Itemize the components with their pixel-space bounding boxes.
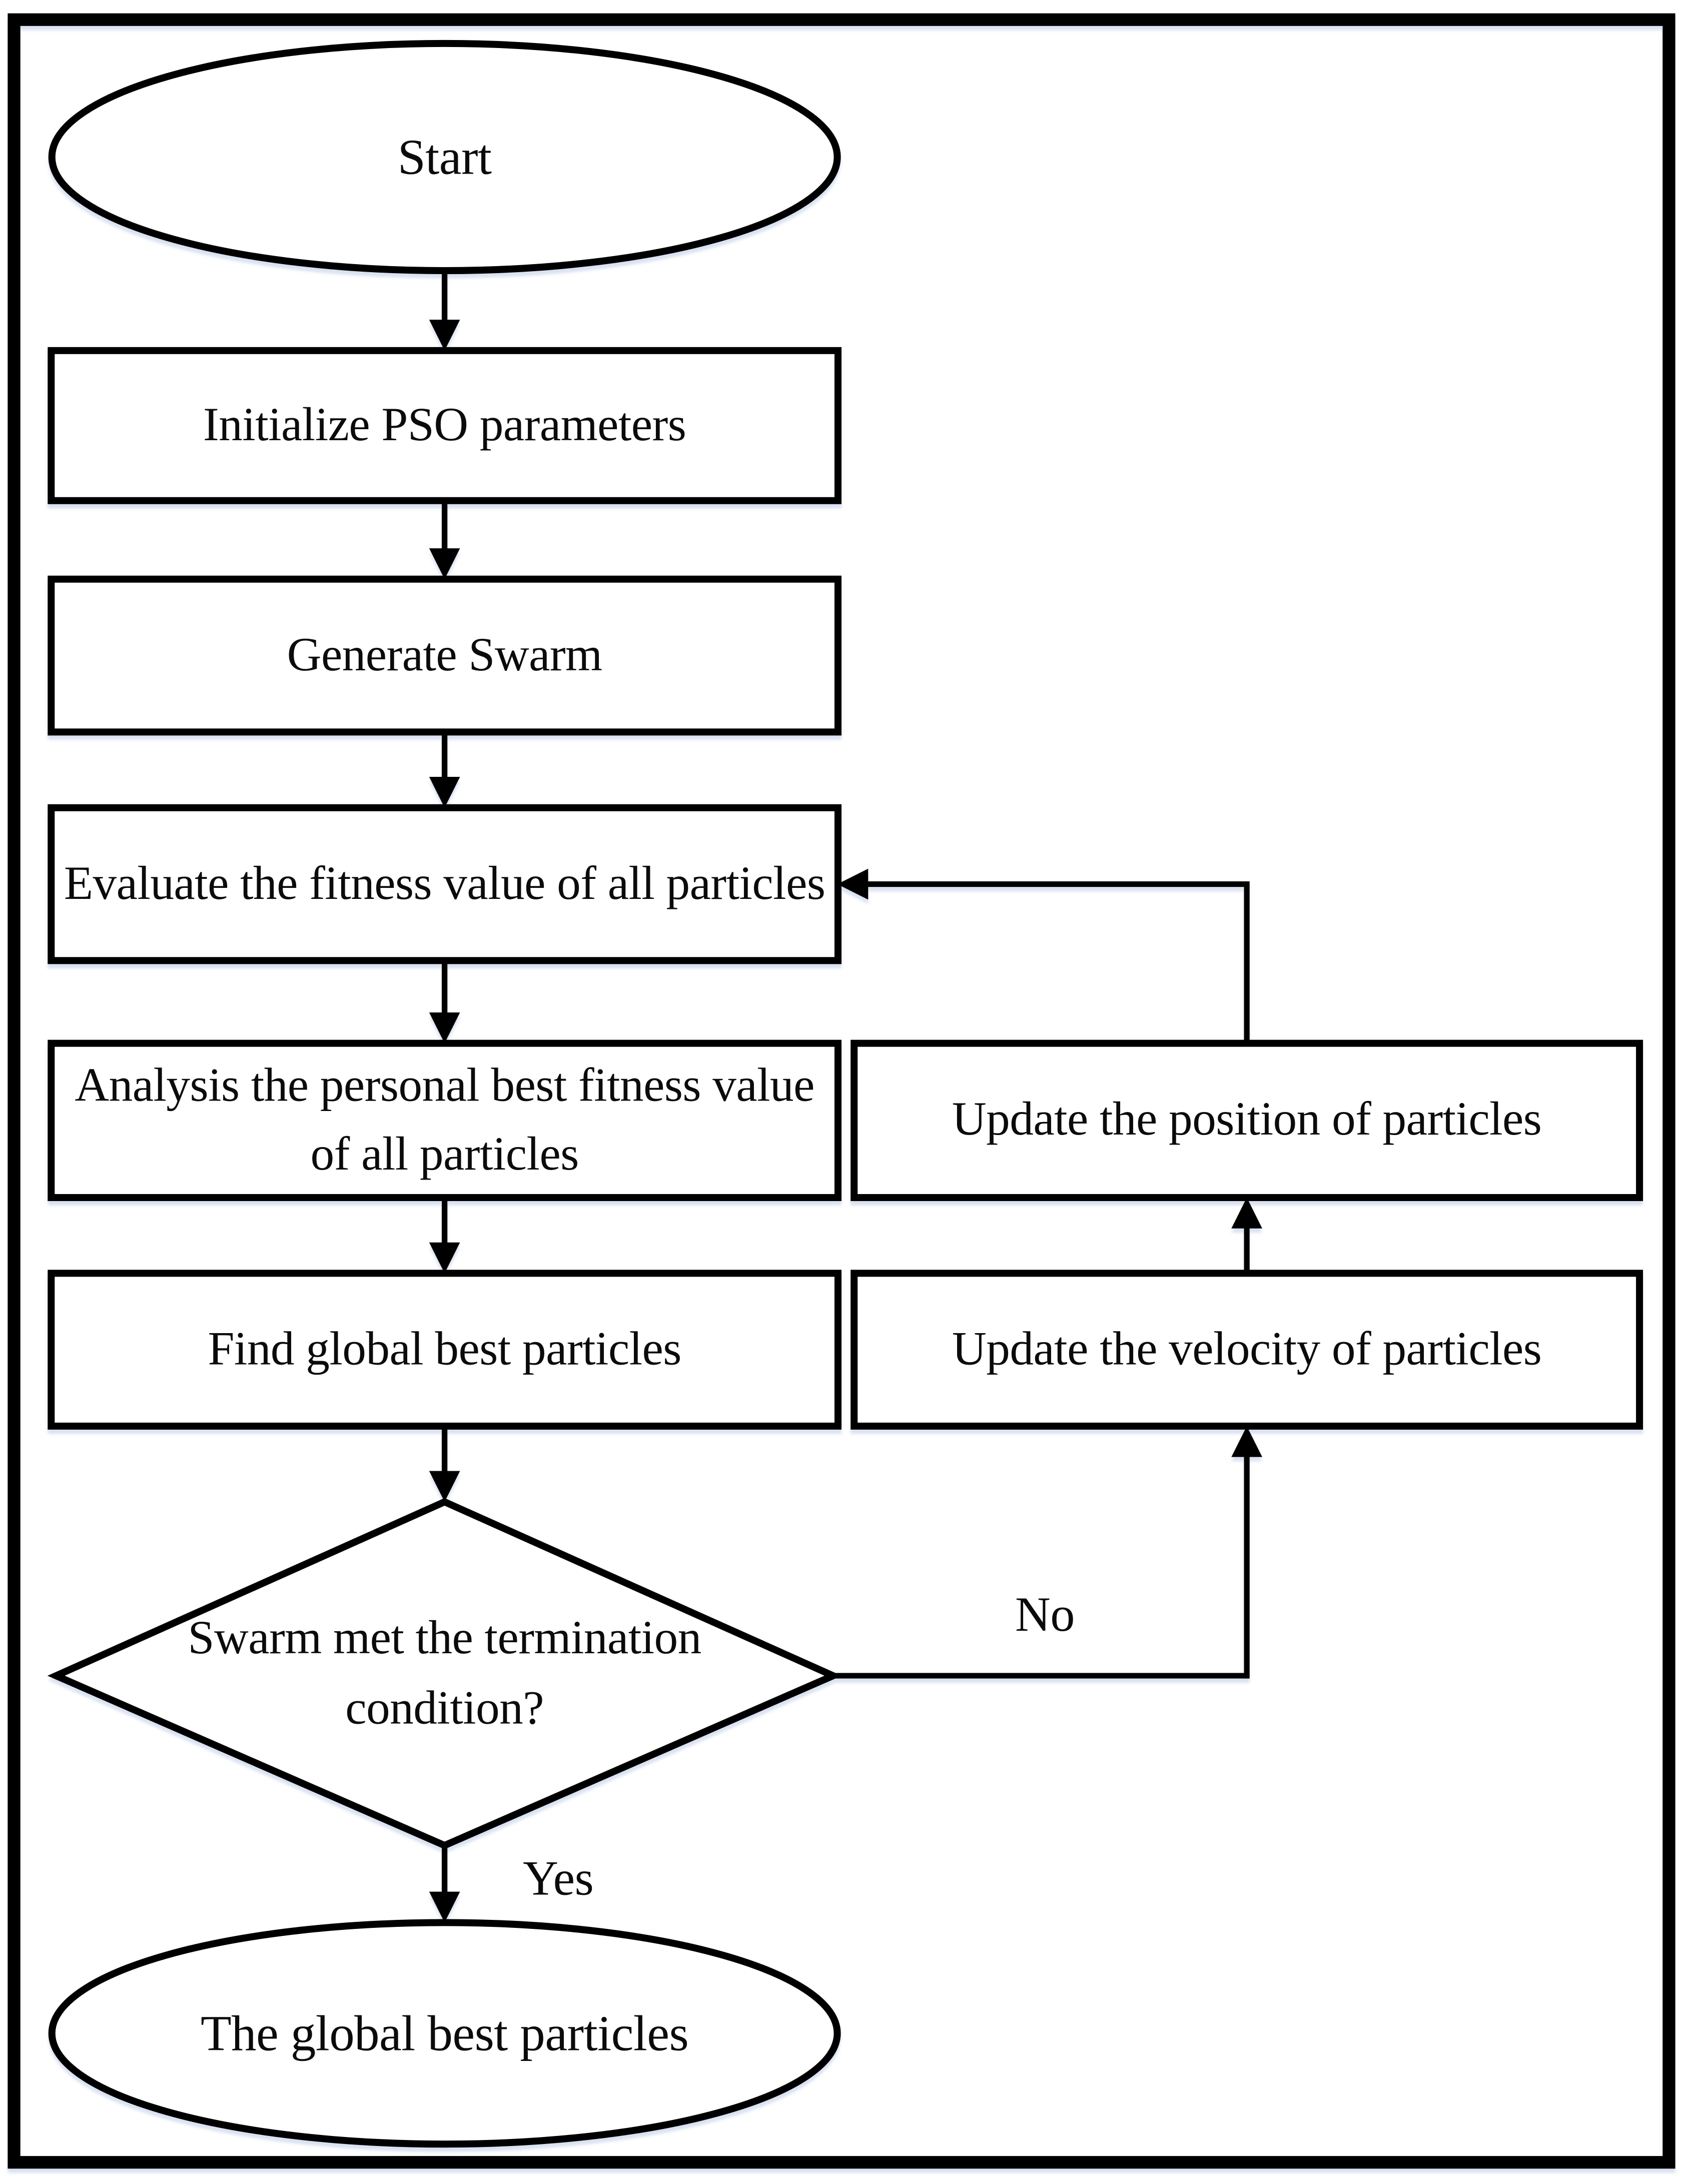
update-velocity-label: Update the velocity of particles (952, 1323, 1542, 1376)
evaluate-label: Evaluate the fitness value of all partic… (64, 858, 825, 910)
end-label: The global best particles (201, 2005, 689, 2061)
generate-label: Generate Swarm (287, 629, 603, 681)
arrow-decision-no-to-velocity (833, 1451, 1250, 1679)
arrowhead-evaluate-to-analysis (429, 1012, 460, 1043)
arrowhead-generate-to-evaluate (429, 777, 460, 808)
analysis-label: Analysis the personal best fitness value… (75, 1059, 814, 1181)
decision-label: Swarm met the termination condition? (188, 1613, 702, 1734)
arrowhead-velocity-to-position (1231, 1198, 1262, 1229)
arrowhead-decision-no-to-velocity (1231, 1426, 1262, 1457)
update-velocity-process-shape (851, 1270, 1643, 1430)
arrowhead-position-to-evaluate (837, 868, 869, 900)
arrowhead-analysis-to-find-global (429, 1242, 460, 1274)
arrowhead-find-global-to-decision (429, 1471, 460, 1502)
find-global-process-shape (48, 1270, 842, 1430)
arrowhead-init-to-generate (429, 548, 460, 579)
no-branch-label: No (1015, 1587, 1075, 1642)
update-position-label: Update the position of particles (952, 1094, 1542, 1147)
init-label: Initialize PSO parameters (203, 399, 686, 452)
arrowhead-decision-yes-to-end (429, 1891, 460, 1923)
start-label: Start (397, 129, 492, 185)
find-global-label: Find global best particles (208, 1323, 681, 1376)
yes-branch-label: Yes (523, 1850, 594, 1905)
init-process-shape (48, 347, 842, 504)
arrow-position-to-evaluate-loop (865, 881, 1250, 1043)
arrowhead-start-to-init (429, 320, 460, 351)
figure-frame (8, 13, 1675, 2169)
